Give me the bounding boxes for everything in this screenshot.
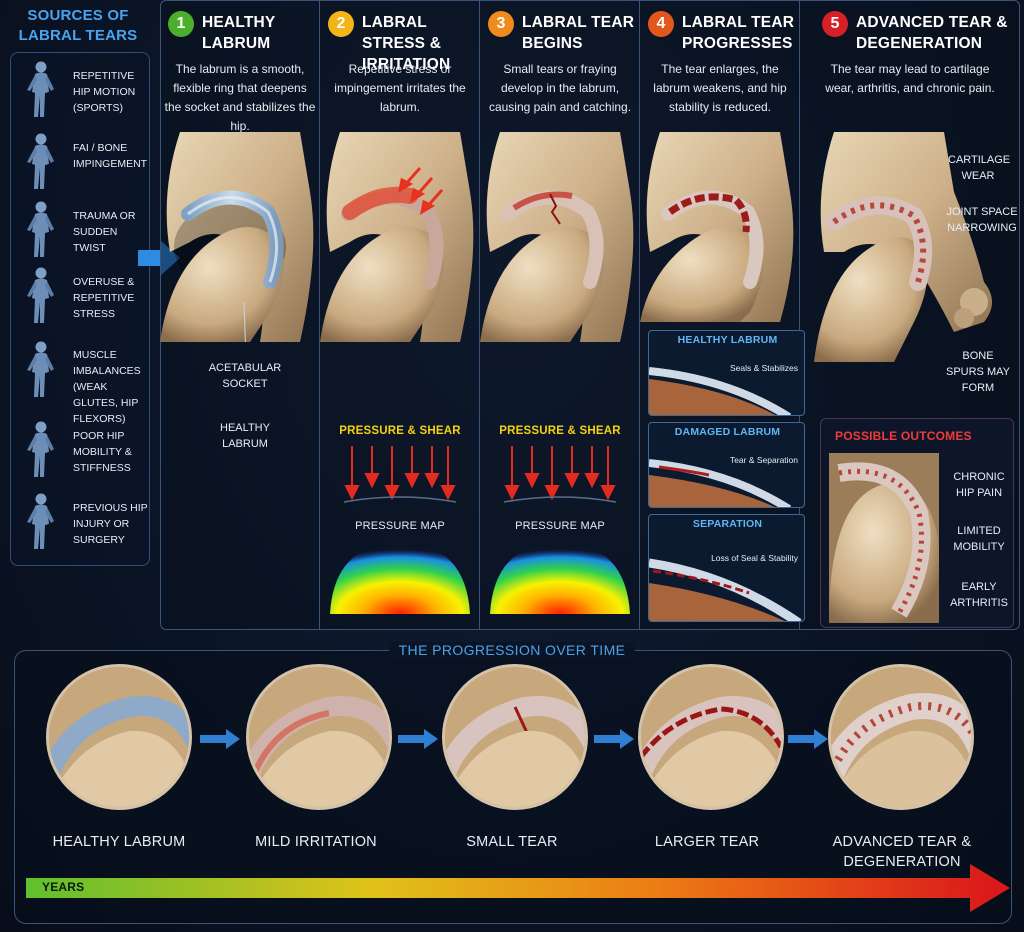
progression-arrow-icon: [788, 729, 828, 749]
arthritic-joint-illustration: [829, 453, 939, 623]
damaged-labrum-section-graphic: [649, 459, 792, 507]
stage-4-panel: 4 LABRAL TEAR PROGRESSES The tear enlarg…: [640, 0, 800, 630]
source-item-label: TRAUMA OR SUDDEN TWIST: [73, 210, 136, 254]
source-item-label: MUSCLE IMBALANCES (WEAK GLUTES, HIP FLEX…: [73, 349, 141, 425]
healthy-labrum-section-graphic: [649, 367, 792, 415]
progression-circle-healthy: [46, 664, 192, 810]
progression-arrow-icon: [594, 729, 634, 749]
progression-circle-small-tear: [442, 664, 588, 810]
source-item: PREVIOUS HIP INJURY OR SURGERY: [10, 488, 150, 552]
irritated-hip-joint-illustration: [320, 132, 474, 342]
stage-number-badge: 5: [822, 11, 848, 37]
stage-1-panel: 1 HEALTHY LABRUM The labrum is a smooth,…: [160, 0, 320, 630]
outcome-item: EARLY ARTHRITIS: [950, 581, 1008, 609]
progression-step-label: SMALL TEAR: [466, 834, 558, 850]
card-description: Seals & Stabilizes: [729, 363, 798, 373]
degenerated-hip-joint-illustration: [814, 132, 992, 362]
pressure-map-title: PRESSURE MAP: [355, 520, 445, 532]
impingement-figure-icon: [18, 132, 64, 192]
stage-description: The tear enlarges, the labrum weakens, a…: [653, 62, 787, 114]
athlete-figure-icon: [18, 60, 64, 120]
stage-2-panel: 2 LABRAL STRESS & IRRITATION Repetitive …: [320, 0, 480, 630]
source-item: REPETITIVE HIP MOTION (SPORTS): [10, 56, 150, 120]
stage-number-badge: 2: [328, 11, 354, 37]
stage-number-badge: 4: [648, 11, 674, 37]
stage-title: ADVANCED TEAR & DEGENERATION: [856, 14, 1008, 52]
progression-circle-advanced: [828, 664, 974, 810]
damaged-labrum-card: DAMAGED LABRUM Tear & Separation: [648, 422, 805, 508]
source-item: FAI / BONE IMPINGEMENT: [10, 128, 150, 192]
pressure-map-title: PRESSURE MAP: [515, 520, 605, 532]
card-description: Loss of Seal & Stability: [711, 553, 798, 563]
pressure-arrows-icon: [344, 446, 456, 503]
outcome-item: CHRONIC HIP PAIN: [953, 471, 1005, 499]
sources-panel: SOURCES OF LABRAL TEARS REPETITIVE HIP M…: [0, 0, 156, 570]
stage-title: LABRAL STRESS & IRRITATION: [362, 14, 451, 73]
joint-space-narrowing-label: JOINT SPACE NARROWING: [946, 206, 1018, 234]
source-item-label: POOR HIP MOBILITY & STIFFNESS: [73, 430, 132, 474]
source-item-label: FAI / BONE IMPINGEMENT: [73, 142, 148, 170]
stage-number-badge: 1: [168, 11, 194, 37]
healthy-labrum-label: HEALTHY LABRUM: [220, 422, 270, 450]
source-item: TRAUMA OR SUDDEN TWIST: [10, 196, 150, 260]
source-item: OVERUSE & REPETITIVE STRESS: [10, 262, 150, 326]
source-item-label: OVERUSE & REPETITIVE STRESS: [73, 276, 135, 320]
cartilage-wear-label: CARTILAGE WEAR: [948, 154, 1011, 182]
stiffness-figure-icon: [18, 420, 64, 480]
pressure-map-heat-graphic: [490, 542, 630, 614]
separation-section-graphic: [649, 558, 802, 621]
separation-card: SEPARATION Loss of Seal & Stability: [648, 514, 805, 622]
stage-number-badge: 3: [488, 11, 514, 37]
stage-5-panel: 5 ADVANCED TEAR & DEGENERATION The tear …: [800, 0, 1020, 630]
progression-circle-larger-tear: [638, 664, 784, 810]
healthy-labrum-card: HEALTHY LABRUM Seals & Stabilizes: [648, 330, 805, 416]
tear-begins-hip-joint-illustration: [480, 132, 634, 342]
possible-outcomes-panel: POSSIBLE OUTCOMES CHRONIC HIP PAIN LIMIT…: [820, 418, 1014, 628]
acetabular-socket-label: ACETABULAR SOCKET: [208, 362, 282, 390]
pressure-shear-title: PRESSURE & SHEAR: [339, 425, 461, 437]
progression-step-label: MILD IRRITATION: [255, 834, 377, 850]
tear-progresses-hip-joint-illustration: [640, 132, 794, 322]
progression-arrow-icon: [200, 729, 240, 749]
progression-step-label: HEALTHY LABRUM: [52, 834, 186, 850]
bone-spurs-label: BONE SPURS MAY FORM: [946, 350, 1010, 394]
stage-description: Small tears or fraying develop in the la…: [488, 62, 632, 114]
source-item-label: PREVIOUS HIP INJURY OR SURGERY: [73, 502, 148, 546]
progression-circle-irritation: [246, 664, 392, 810]
card-title: DAMAGED LABRUM: [674, 426, 781, 438]
overuse-figure-icon: [18, 266, 64, 326]
sources-list-box: [10, 52, 150, 566]
stage-description: Repetitive stress or impingement irritat…: [334, 62, 466, 114]
healthy-hip-joint-illustration: [160, 132, 314, 342]
progression-step-label: LARGER TEAR: [654, 834, 760, 850]
card-title: HEALTHY LABRUM: [677, 334, 778, 346]
pressure-shear-title: PRESSURE & SHEAR: [499, 425, 621, 437]
outcomes-title: POSSIBLE OUTCOMES: [835, 429, 972, 443]
progression-title: THE PROGRESSION OVER TIME: [388, 642, 636, 658]
years-label: YEARS: [42, 880, 85, 894]
sources-title: SOURCES OF LABRAL TEARS: [18, 7, 138, 44]
progression-arrow-icon: [398, 729, 438, 749]
stage-title: LABRAL TEAR PROGRESSES: [682, 14, 795, 52]
card-title: SEPARATION: [692, 518, 763, 530]
years-timeline-arrow: [26, 864, 1010, 912]
injury-figure-icon: [18, 492, 64, 552]
stage-3-panel: 3 LABRAL TEAR BEGINS Small tears or fray…: [480, 0, 640, 630]
source-item: MUSCLE IMBALANCES (WEAK GLUTES, HIP FLEX…: [10, 336, 150, 425]
source-item: POOR HIP MOBILITY & STIFFNESS: [10, 416, 150, 480]
pressure-map-heat-graphic: [330, 542, 470, 614]
progression-step-label: ADVANCED TEAR & DEGENERATION: [832, 834, 972, 870]
trauma-figure-icon: [18, 200, 64, 260]
stage-description: The tear may lead to cartilage wear, art…: [825, 62, 995, 95]
outcome-item: LIMITED MOBILITY: [953, 525, 1005, 553]
stage-title: HEALTHY LABRUM: [202, 14, 276, 52]
stage-title: LABRAL TEAR BEGINS: [522, 14, 635, 52]
stage-description: The labrum is a smooth, flexible ring th…: [164, 62, 316, 133]
card-description: Tear & Separation: [729, 455, 798, 465]
progression-title-wrap: THE PROGRESSION OVER TIME: [0, 642, 1024, 660]
pressure-arrows-icon: [504, 446, 616, 503]
source-item-label: REPETITIVE HIP MOTION (SPORTS): [73, 70, 136, 114]
muscle-figure-icon: [18, 340, 64, 400]
